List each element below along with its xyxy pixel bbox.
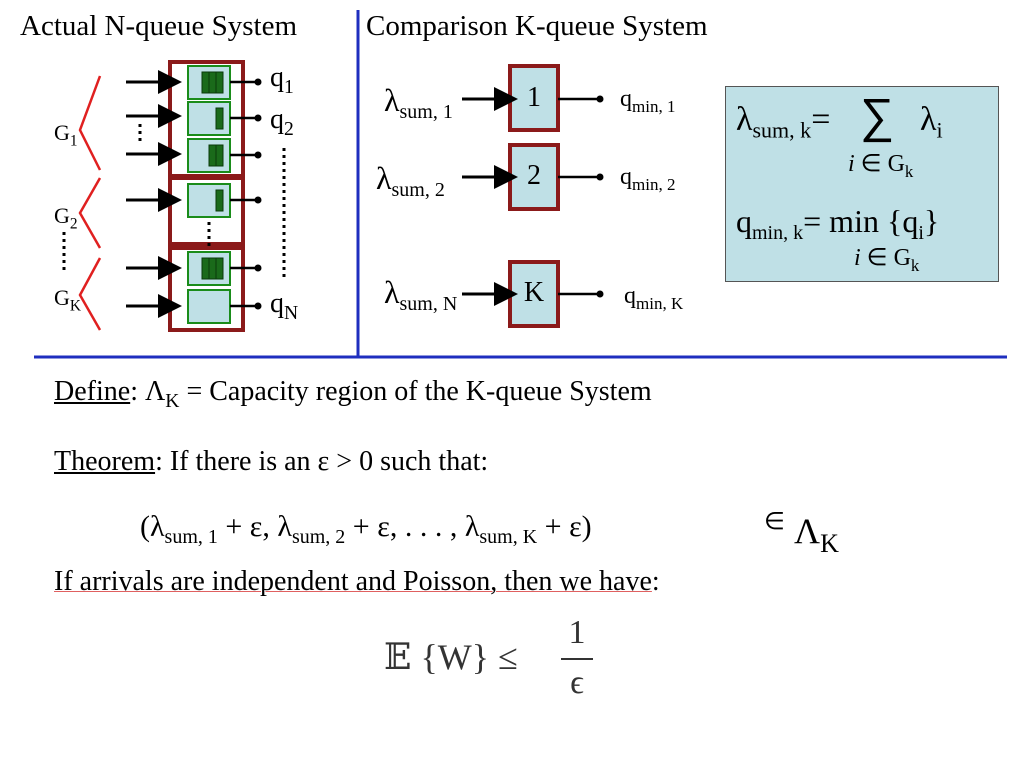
arrival-vector: (λsum, 1 + ε, λsum, 2 + ε, . . . , λsum,… [140, 510, 592, 548]
define-line: Define: ΛK = Capacity region of the K-qu… [54, 376, 652, 412]
left-panel-title: Actual N-queue System [20, 10, 298, 42]
server-label-1: 1 [527, 82, 541, 113]
input-arrows-k [462, 87, 518, 306]
formula-lambda-i: λi [920, 101, 943, 143]
bound-numerator: 1 [568, 614, 586, 651]
output-label-qn: qN [270, 288, 299, 324]
output-lines-n [230, 80, 256, 308]
right-panel-title: Comparison K-queue System [366, 10, 708, 42]
formula-index-1: i ∈ Gk [848, 150, 914, 181]
output-dots-k [596, 95, 604, 298]
fraction-bar [561, 658, 593, 660]
output-label-q1: q1 [270, 62, 294, 98]
k-output-label-2: qmin, 2 [620, 164, 676, 194]
k-output-label-1: qmin, 1 [620, 86, 676, 116]
formula-lambda-sum-k: λsum, k= [736, 101, 831, 143]
capacity-region: ΛK [794, 511, 839, 559]
group-label-k: GK [54, 285, 82, 315]
bound-denominator: ϵ [570, 664, 584, 701]
k-input-label-1: λsum, 1 [384, 82, 453, 123]
server-label-2: 2 [527, 160, 541, 191]
output-dots-n [254, 78, 262, 310]
group-label-2: G2 [54, 203, 78, 233]
formula-index-2: i ∈ Gk [854, 244, 920, 275]
formula-q-min-k: qmin, k= min {qi} [736, 203, 940, 244]
poisson-line: If arrivals are independent and Poisson,… [54, 566, 660, 597]
group-label-1: G1 [54, 120, 78, 150]
theorem-line: Theorem: If there is an ε > 0 such that: [54, 446, 489, 477]
member-symbol: ∈ [764, 508, 785, 535]
server-label-k: K [523, 277, 545, 308]
input-arrows-n [126, 70, 182, 318]
sum-symbol: ∑ [860, 90, 895, 143]
k-output-label-k: qmin, K [624, 283, 684, 313]
k-input-label-n: λsum, N [384, 274, 458, 315]
group-brackets [78, 75, 102, 331]
queue-packets [201, 71, 224, 280]
bound-lhs: 𝔼 {W} ≤ [384, 637, 518, 677]
formula-box: λsum, k= ∑ λi i ∈ Gk qmin, k= min {qi} i… [725, 86, 999, 282]
output-lines-k [558, 97, 598, 296]
k-input-label-2: λsum, 2 [376, 160, 445, 201]
output-label-q2: q2 [270, 104, 294, 140]
queues [187, 65, 231, 324]
